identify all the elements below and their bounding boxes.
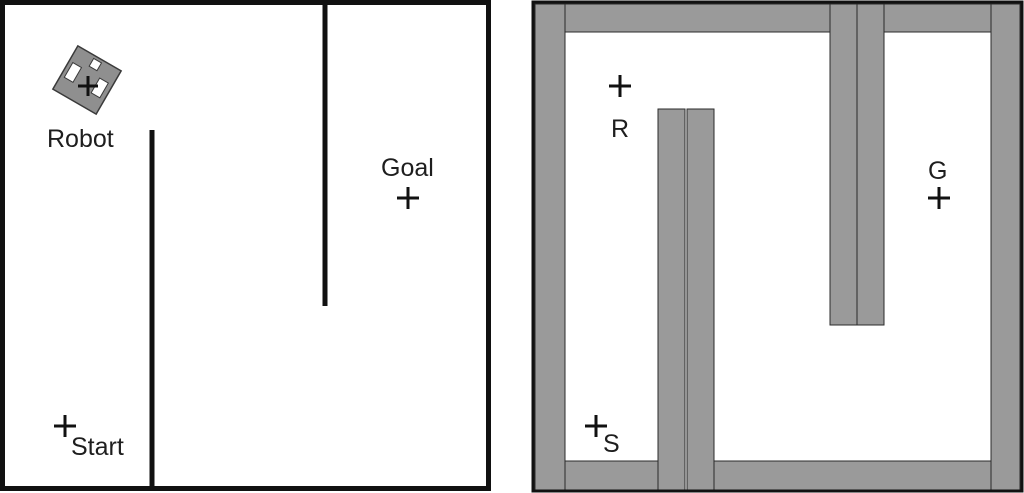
robot-label: Robot <box>47 125 114 153</box>
cspace-border-top-right <box>883 3 992 33</box>
cspace-border-bottom-left <box>564 460 659 491</box>
start-marker <box>54 415 76 437</box>
robot-sensor <box>88 57 103 72</box>
cspace-wall-right-b <box>856 3 885 326</box>
cspace-border-top-left <box>564 3 831 33</box>
cspace-start-marker <box>585 415 607 437</box>
robot-wheel <box>63 61 83 83</box>
cspace-border-left <box>534 3 566 491</box>
cspace-wall-left-a <box>657 108 686 491</box>
workspace-panel: Robot Goal Start <box>0 0 491 491</box>
cspace-robot-label: R <box>611 115 629 143</box>
cspace-frame <box>531 0 1024 493</box>
cspace-wall-right-a <box>829 3 858 326</box>
goal-marker <box>397 187 419 209</box>
goal-label: Goal <box>381 154 434 182</box>
workspace-border <box>0 0 491 491</box>
cspace-border-bottom-right <box>713 460 992 491</box>
cspace-start-label: S <box>603 430 620 458</box>
start-label: Start <box>71 433 124 461</box>
cspace-goal-label: G <box>928 157 947 185</box>
cspace-border-right <box>990 3 1021 491</box>
cspace-wall-left-b <box>686 108 715 491</box>
cspace-robot-marker <box>609 75 631 97</box>
robot-position-marker <box>78 76 98 96</box>
cspace-goal-marker <box>928 187 950 209</box>
configuration-space-panel: R G S <box>531 0 1024 493</box>
